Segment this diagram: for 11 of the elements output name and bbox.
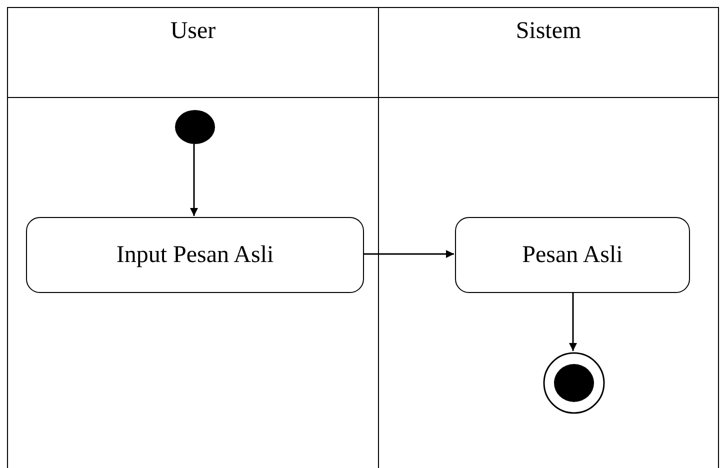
final-node xyxy=(543,352,605,414)
arrow xyxy=(569,292,577,351)
initial-node xyxy=(174,109,216,145)
action-box: Input Pesan Asli xyxy=(26,217,364,293)
arrow xyxy=(190,144,198,216)
action-box: Pesan Asli xyxy=(455,217,690,293)
lane-title: User xyxy=(169,18,217,45)
swimlane xyxy=(378,7,719,468)
swimlane xyxy=(7,7,379,468)
lane-title: Sistem xyxy=(514,18,582,45)
arrow xyxy=(363,250,454,258)
